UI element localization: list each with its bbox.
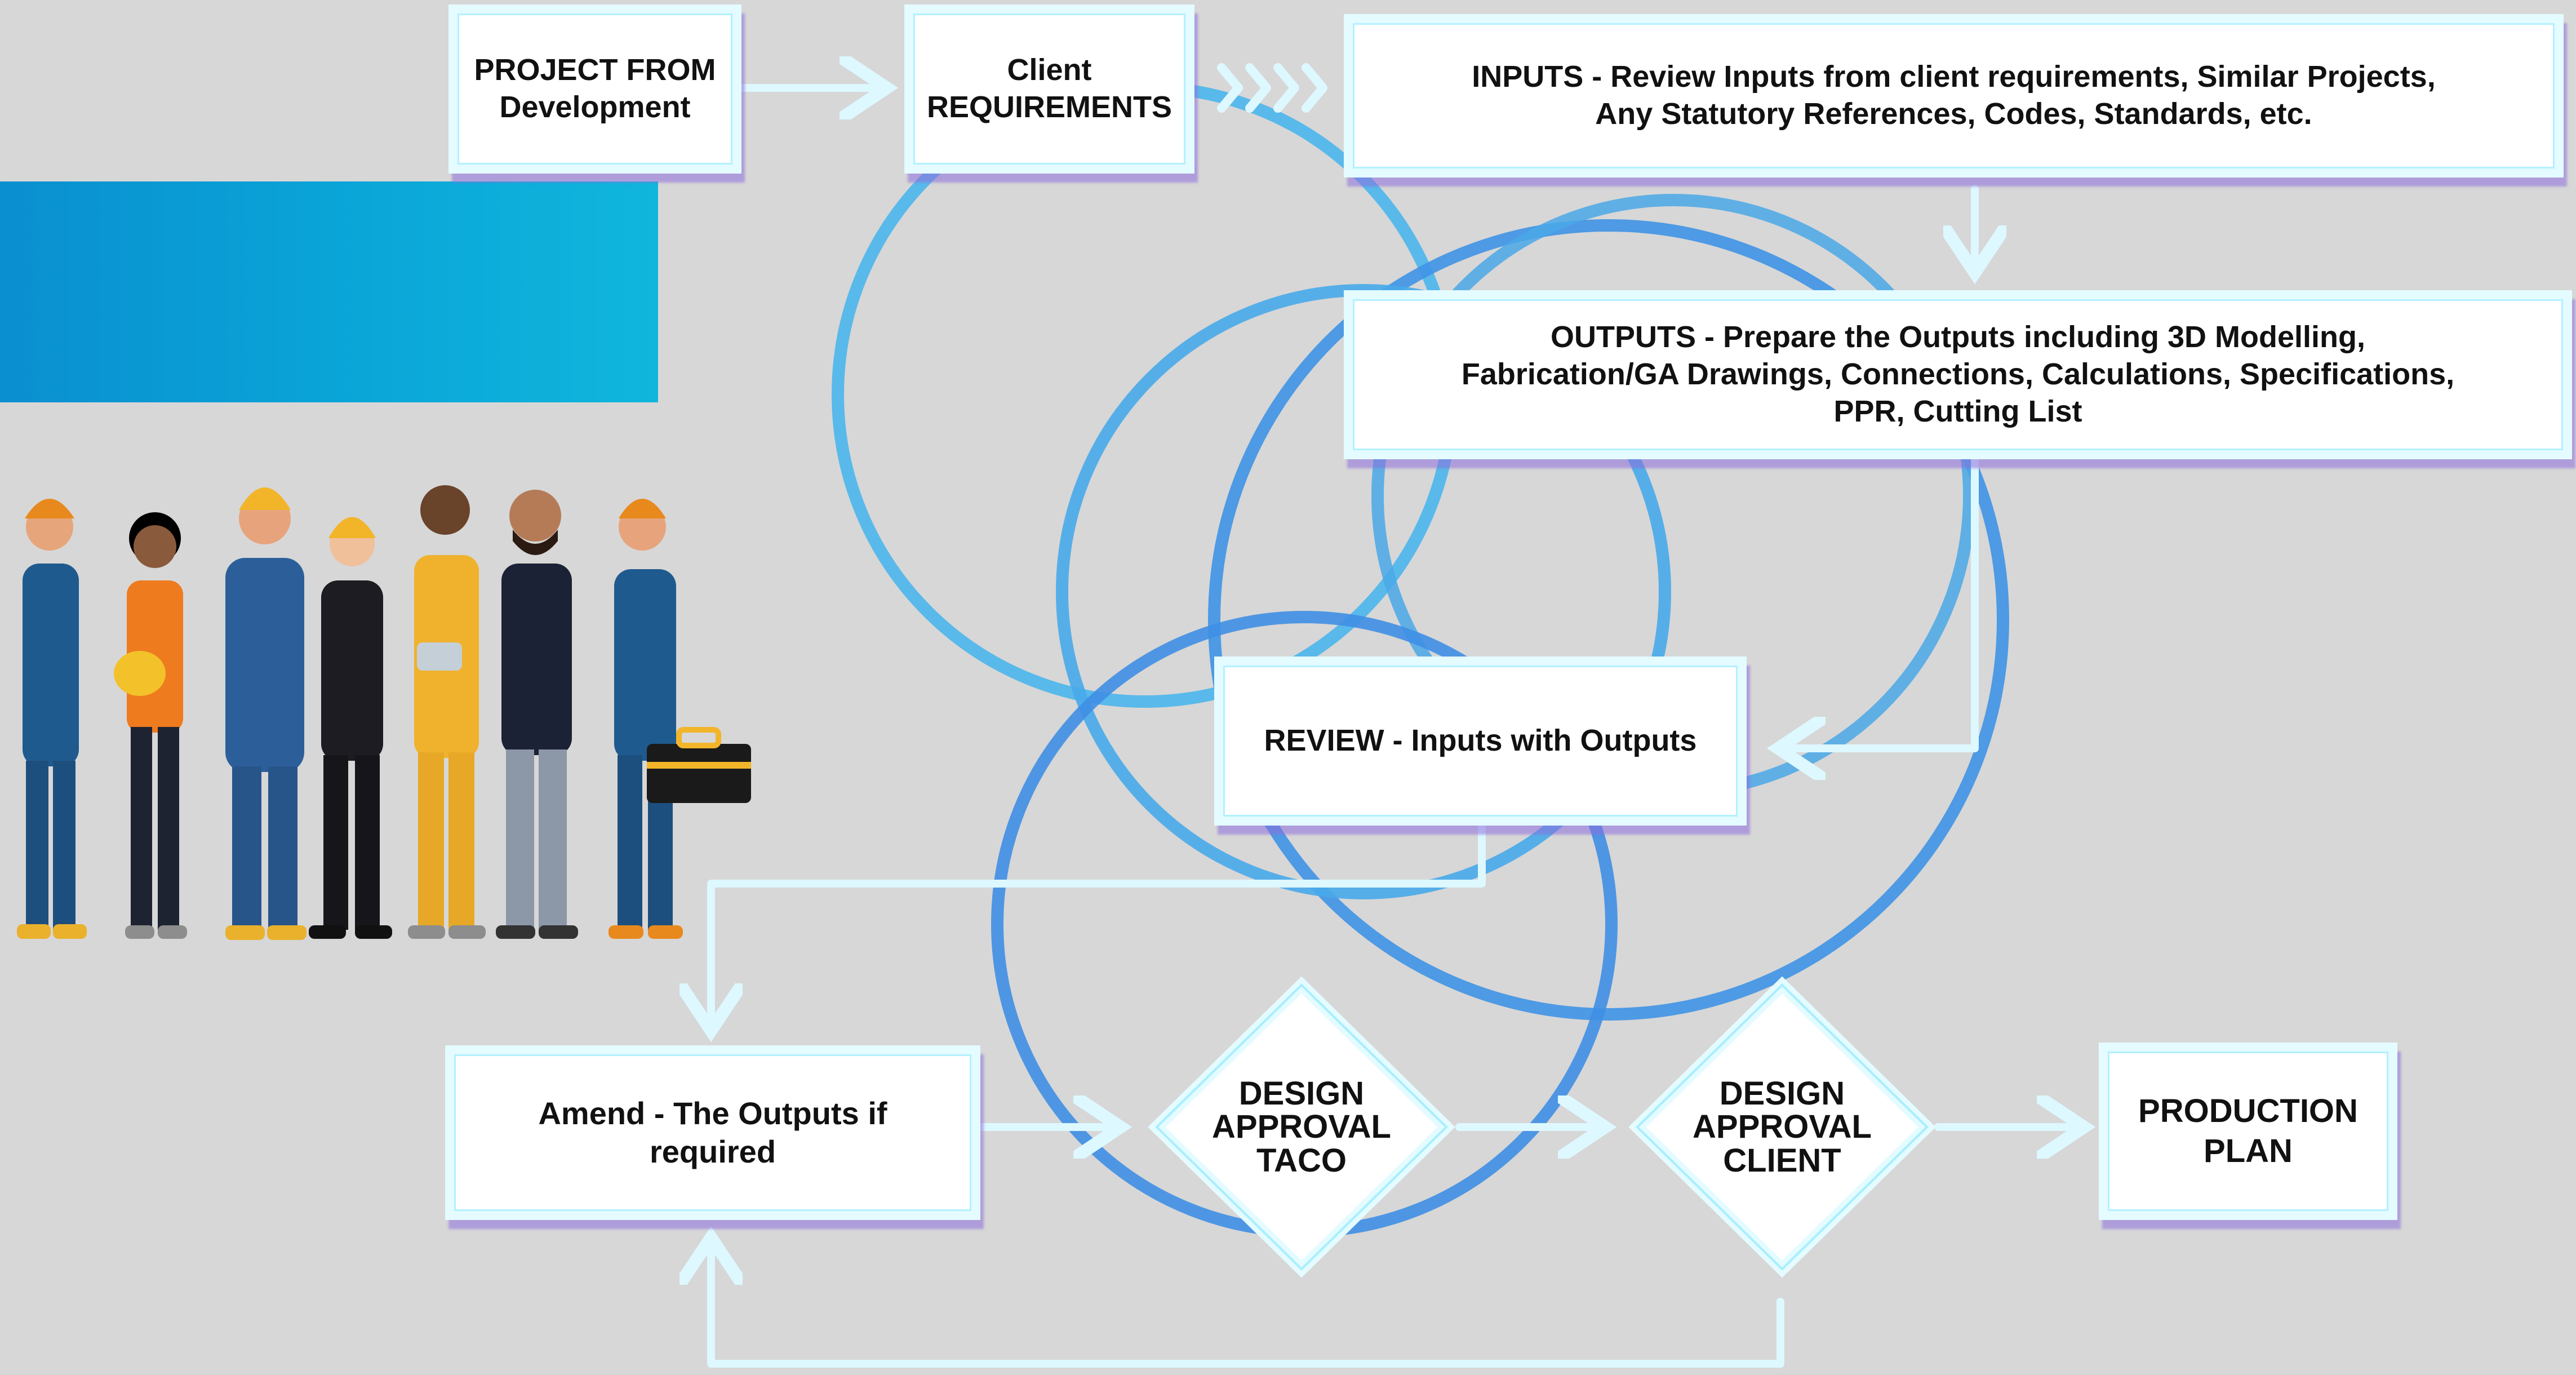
connectors (711, 88, 2076, 1368)
inputs-line-2: Any Statutory References, Codes, Standar… (1595, 97, 2312, 131)
project-line-1: PROJECT FROM (474, 53, 716, 87)
outputs-box: OUTPUTS - Prepare the Outputs including … (1344, 290, 2572, 459)
review-box: REVIEW - Inputs with Outputs (1214, 657, 1747, 826)
taco-line-3: TACO (1256, 1142, 1347, 1179)
outputs-line-1: OUTPUTS - Prepare the Outputs including … (1550, 320, 2366, 354)
taco-line-2: APPROVAL (1212, 1108, 1391, 1146)
taco-line-1: DESIGN (1238, 1075, 1365, 1112)
diamond-shape (1628, 976, 1936, 1278)
project-line-2: Development (499, 90, 691, 124)
diamond-shape (1148, 976, 1455, 1278)
design-approval-client-diamond: DESIGN APPROVAL CLIENT (1622, 969, 1943, 1285)
outputs-line-2: Fabrication/GA Drawings, Connections, Ca… (1461, 357, 2455, 392)
design-approval-taco-diamond: DESIGN APPROVAL TACO (1141, 969, 1462, 1285)
production-line-1: PRODUCTION (2138, 1092, 2358, 1129)
blue-banner (0, 181, 658, 402)
worker-5 (408, 485, 486, 939)
project-from-development-box: PROJECT FROM Development (448, 5, 741, 174)
client-approval-line-2: APPROVAL (1693, 1108, 1872, 1146)
inputs-line-1: INPUTS - Review Inputs from client requi… (1472, 60, 2436, 94)
client-line-1: Client (1007, 53, 1092, 87)
client-approval-line-1: DESIGN (1719, 1075, 1845, 1112)
outputs-line-3: PPR, Cutting List (1833, 394, 2082, 428)
worker-7 (609, 499, 751, 939)
amend-line-1: Amend - The Outputs if (538, 1095, 887, 1131)
worker-2 (114, 512, 187, 939)
ring-2 (1208, 219, 2009, 1021)
amend-box: Amend - The Outputs if required (445, 1045, 980, 1220)
chevron-arrows-icon (1217, 63, 1327, 113)
worker-4 (309, 517, 392, 939)
worker-6 (496, 490, 578, 939)
review-text: REVIEW - Inputs with Outputs (1264, 724, 1697, 758)
client-approval-line-3: CLIENT (1723, 1142, 1841, 1179)
worker-1 (17, 499, 87, 939)
client-requirements-box: Client REQUIREMENTS (904, 5, 1194, 174)
client-line-2: REQUIREMENTS (926, 90, 1172, 124)
arrow-outputs-to-review (1786, 455, 1979, 748)
inputs-box: INPUTS - Review Inputs from client requi… (1344, 14, 2564, 178)
amend-line-2: required (649, 1134, 776, 1169)
production-line-2: PLAN (2204, 1132, 2293, 1169)
production-plan-box: PRODUCTION PLAN (2099, 1043, 2397, 1220)
arrow-review-to-amend (711, 823, 1486, 1023)
workers-icon (17, 485, 751, 940)
worker-3 (225, 487, 307, 940)
